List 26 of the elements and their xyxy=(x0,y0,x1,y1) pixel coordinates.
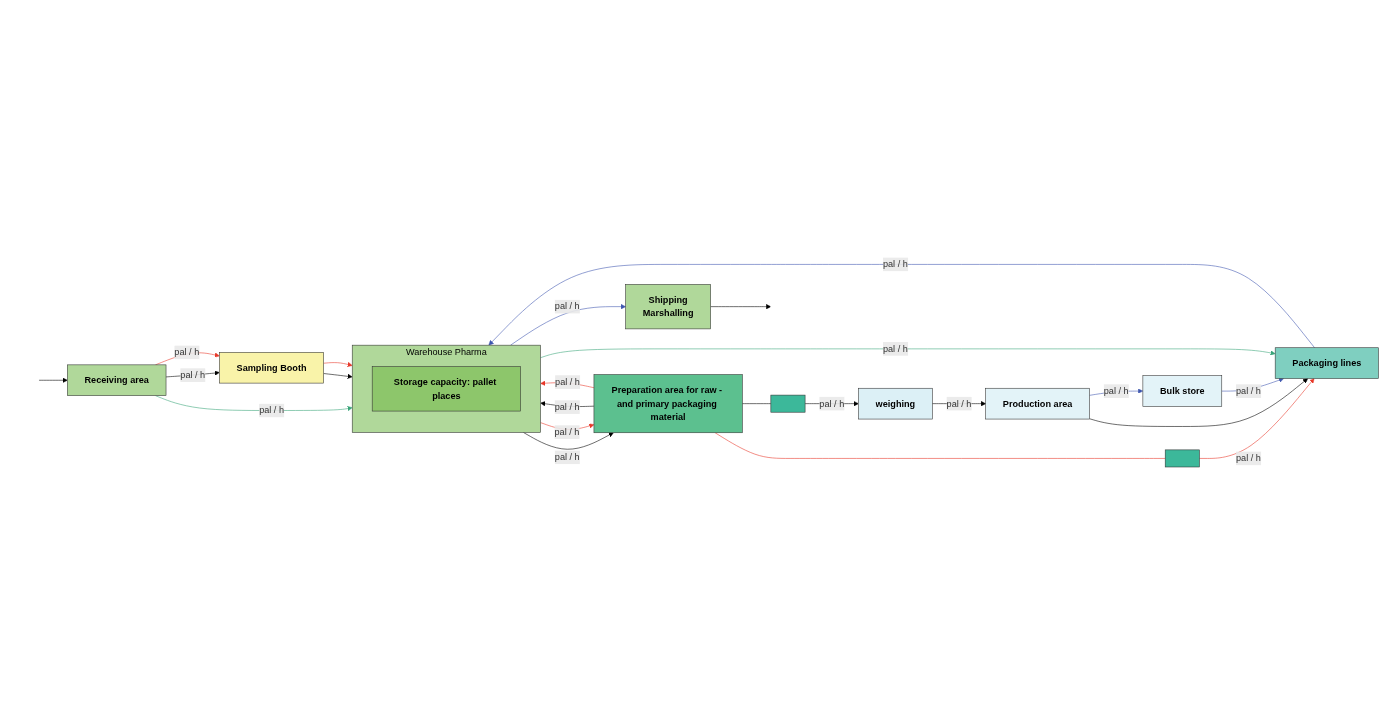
edge-label: pal / h xyxy=(946,398,972,408)
node-box: Bulk store xyxy=(1142,375,1223,407)
node-box: Shipping Marshalling xyxy=(625,283,711,329)
edge-label: pal / h xyxy=(1103,385,1129,396)
edge-label: pal / h xyxy=(554,451,580,462)
edge-label: pal / h xyxy=(554,401,580,412)
node-box: Preparation area for raw - and primary packaging material xyxy=(593,374,743,433)
edge-label: pal / h xyxy=(819,398,845,408)
node-box: Storage capacity: pallet places xyxy=(371,366,521,412)
edge-label: pal / h xyxy=(180,369,206,380)
edge-label: pal / h xyxy=(174,346,200,357)
node-box: Sampling Booth xyxy=(219,351,324,384)
edge-label: pal / h xyxy=(882,259,908,269)
node-box: Receiving area xyxy=(67,364,167,396)
node-box: Production area xyxy=(985,387,1090,420)
node-box: weighing xyxy=(858,387,933,420)
edge-label: pal / h xyxy=(1236,453,1261,463)
edge-label: pal / h xyxy=(259,405,284,415)
node-box xyxy=(1164,449,1200,467)
node-box: Packaging lines xyxy=(1274,347,1379,379)
edge-label: pal / h xyxy=(554,301,580,311)
edge-label: pal / h xyxy=(555,376,580,387)
edge-label: pal / h xyxy=(882,343,908,354)
edge-label: pal / h xyxy=(554,426,580,437)
edge-label: pal / h xyxy=(1236,385,1261,396)
node-box xyxy=(770,394,806,413)
